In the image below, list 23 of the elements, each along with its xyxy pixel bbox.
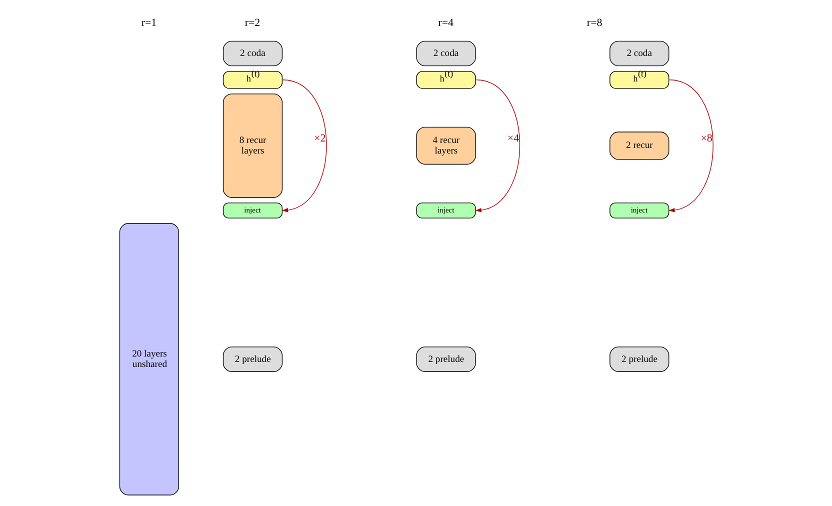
- node-box: 2 recur: [609, 132, 669, 160]
- label: r=1: [140, 16, 156, 29]
- node-box: 20 layers unshared: [118, 223, 179, 496]
- edge-label: ×2: [314, 132, 326, 144]
- node-box: inject: [609, 202, 669, 218]
- node-box: 2 coda: [222, 40, 282, 66]
- node-box: 8 recur layers: [222, 94, 282, 198]
- node-box: 2 prelude: [609, 346, 669, 372]
- node-box: 2 prelude: [222, 346, 282, 372]
- edge-label: ×4: [506, 132, 519, 144]
- edge-label: ×8: [700, 132, 712, 144]
- node-box: 2 prelude: [416, 346, 476, 372]
- node-box: inject: [416, 202, 476, 218]
- arrow: [668, 80, 713, 212]
- arrow: [474, 80, 520, 212]
- label: r=4: [438, 16, 453, 29]
- node-box: inject: [222, 202, 282, 218]
- label: r=8: [586, 16, 602, 29]
- label: r=2: [244, 16, 260, 29]
- node-box: 4 recur layers: [416, 126, 476, 165]
- arrow: [281, 80, 326, 212]
- node-box: 2 coda: [416, 40, 476, 66]
- node-box: 2 coda: [609, 40, 669, 66]
